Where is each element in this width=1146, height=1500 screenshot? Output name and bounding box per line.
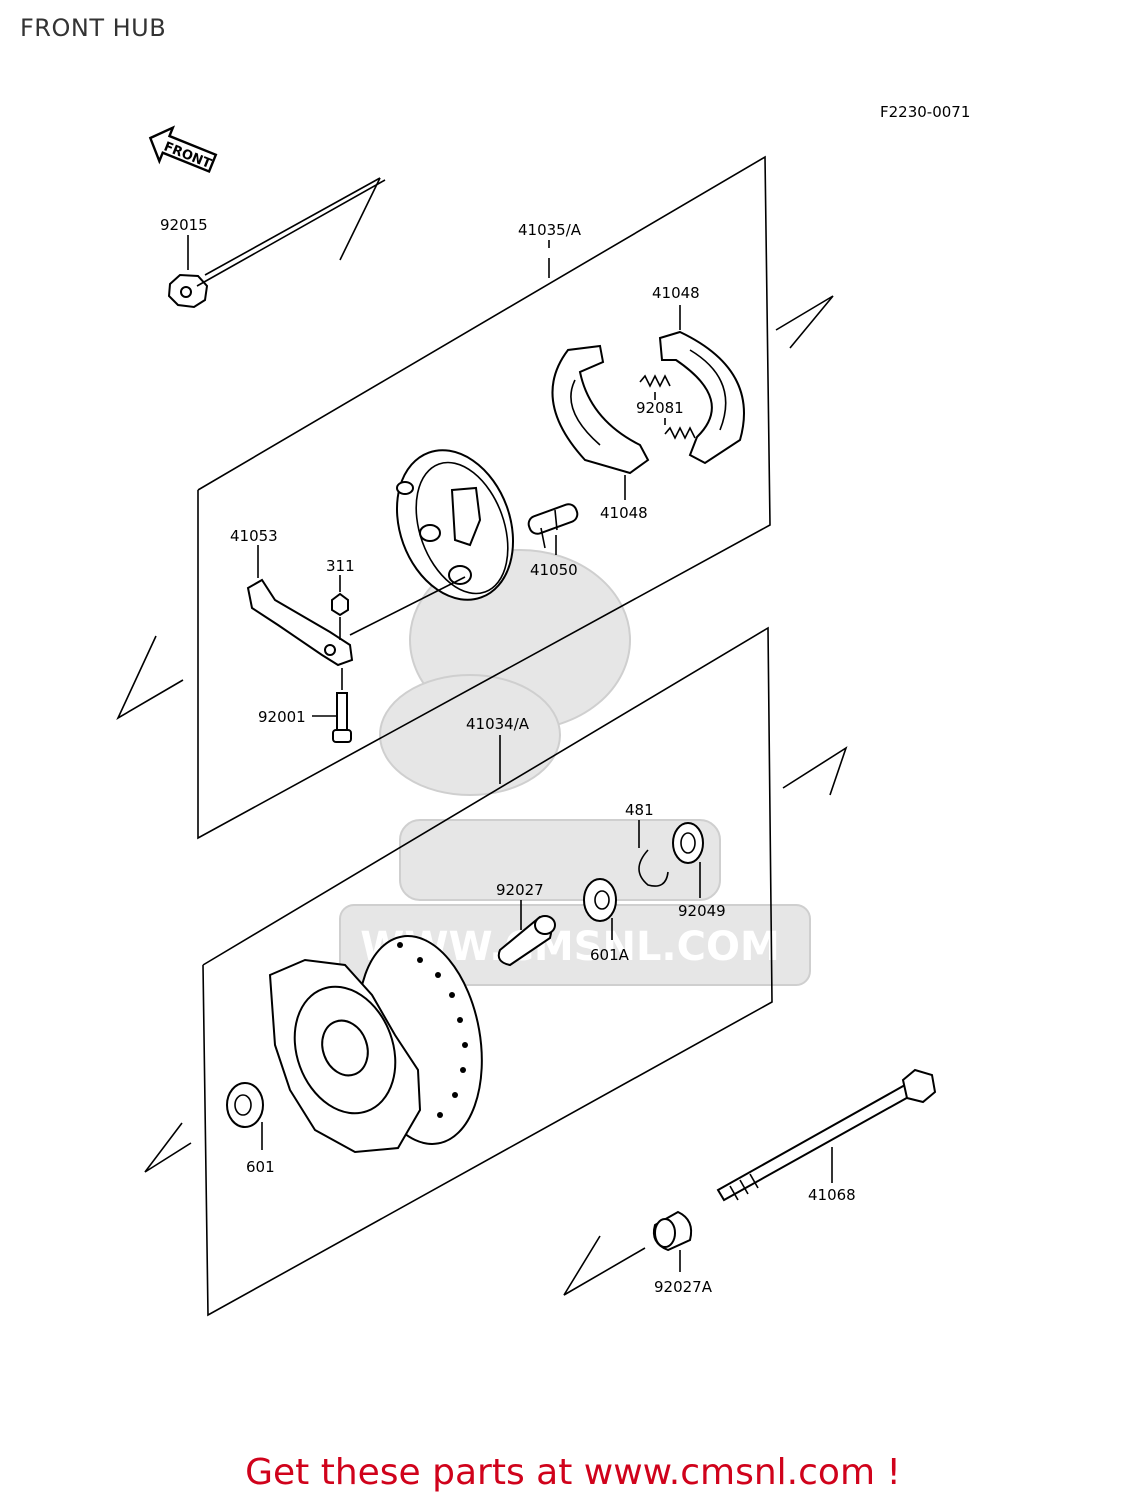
brake-cam-41050 xyxy=(527,503,579,555)
label-92081: 92081 xyxy=(636,399,684,417)
label-92027: 92027 xyxy=(496,881,544,899)
label-481: 481 xyxy=(625,801,654,819)
axle-41068 xyxy=(716,1068,937,1202)
label-41068: 41068 xyxy=(808,1186,856,1204)
nut-92015 xyxy=(167,179,386,309)
label-41050: 41050 xyxy=(530,561,578,579)
oil-seal-92049 xyxy=(672,822,704,898)
label-92027a: 92027A xyxy=(654,1278,713,1296)
label-41048-bottom: 41048 xyxy=(600,504,648,522)
spring-92081 xyxy=(639,374,696,440)
watermark-logo: WWW.CMSNL.COM xyxy=(339,549,811,986)
front-arrow-icon: FRONT xyxy=(148,125,218,174)
label-41048-top: 41048 xyxy=(652,284,700,302)
label-92049: 92049 xyxy=(678,902,726,920)
get-parts-link[interactable]: Get these parts at www.cmsnl.com ! xyxy=(245,1452,901,1493)
label-601: 601 xyxy=(246,1158,275,1176)
label-41035a: 41035/A xyxy=(518,221,582,239)
label-311: 311 xyxy=(326,557,355,575)
brake-panel-frame xyxy=(197,155,771,840)
label-92015: 92015 xyxy=(160,216,208,234)
label-41034a: 41034/A xyxy=(466,715,530,733)
hub-panel-frame xyxy=(202,626,773,1317)
cut-marks xyxy=(116,177,848,1296)
collar-92027a xyxy=(652,1210,693,1272)
bolt-92001 xyxy=(312,668,352,743)
brake-panel-plate xyxy=(349,449,515,636)
circlip-481 xyxy=(638,820,669,887)
brake-shoe-right xyxy=(658,330,745,465)
label-601a: 601A xyxy=(590,946,630,964)
label-41053: 41053 xyxy=(230,527,278,545)
figure-code: F2230-0071 xyxy=(880,103,970,121)
wheel-hub xyxy=(268,935,483,1154)
nut-311 xyxy=(331,575,349,640)
bearing-601 xyxy=(226,1082,264,1150)
spacer-92027 xyxy=(497,900,556,967)
bearing-601a xyxy=(583,878,617,940)
label-92001: 92001 xyxy=(258,708,306,726)
brake-arm-41053 xyxy=(246,545,354,667)
page-title: FRONT HUB xyxy=(20,14,167,42)
brake-shoe-left xyxy=(551,344,650,475)
